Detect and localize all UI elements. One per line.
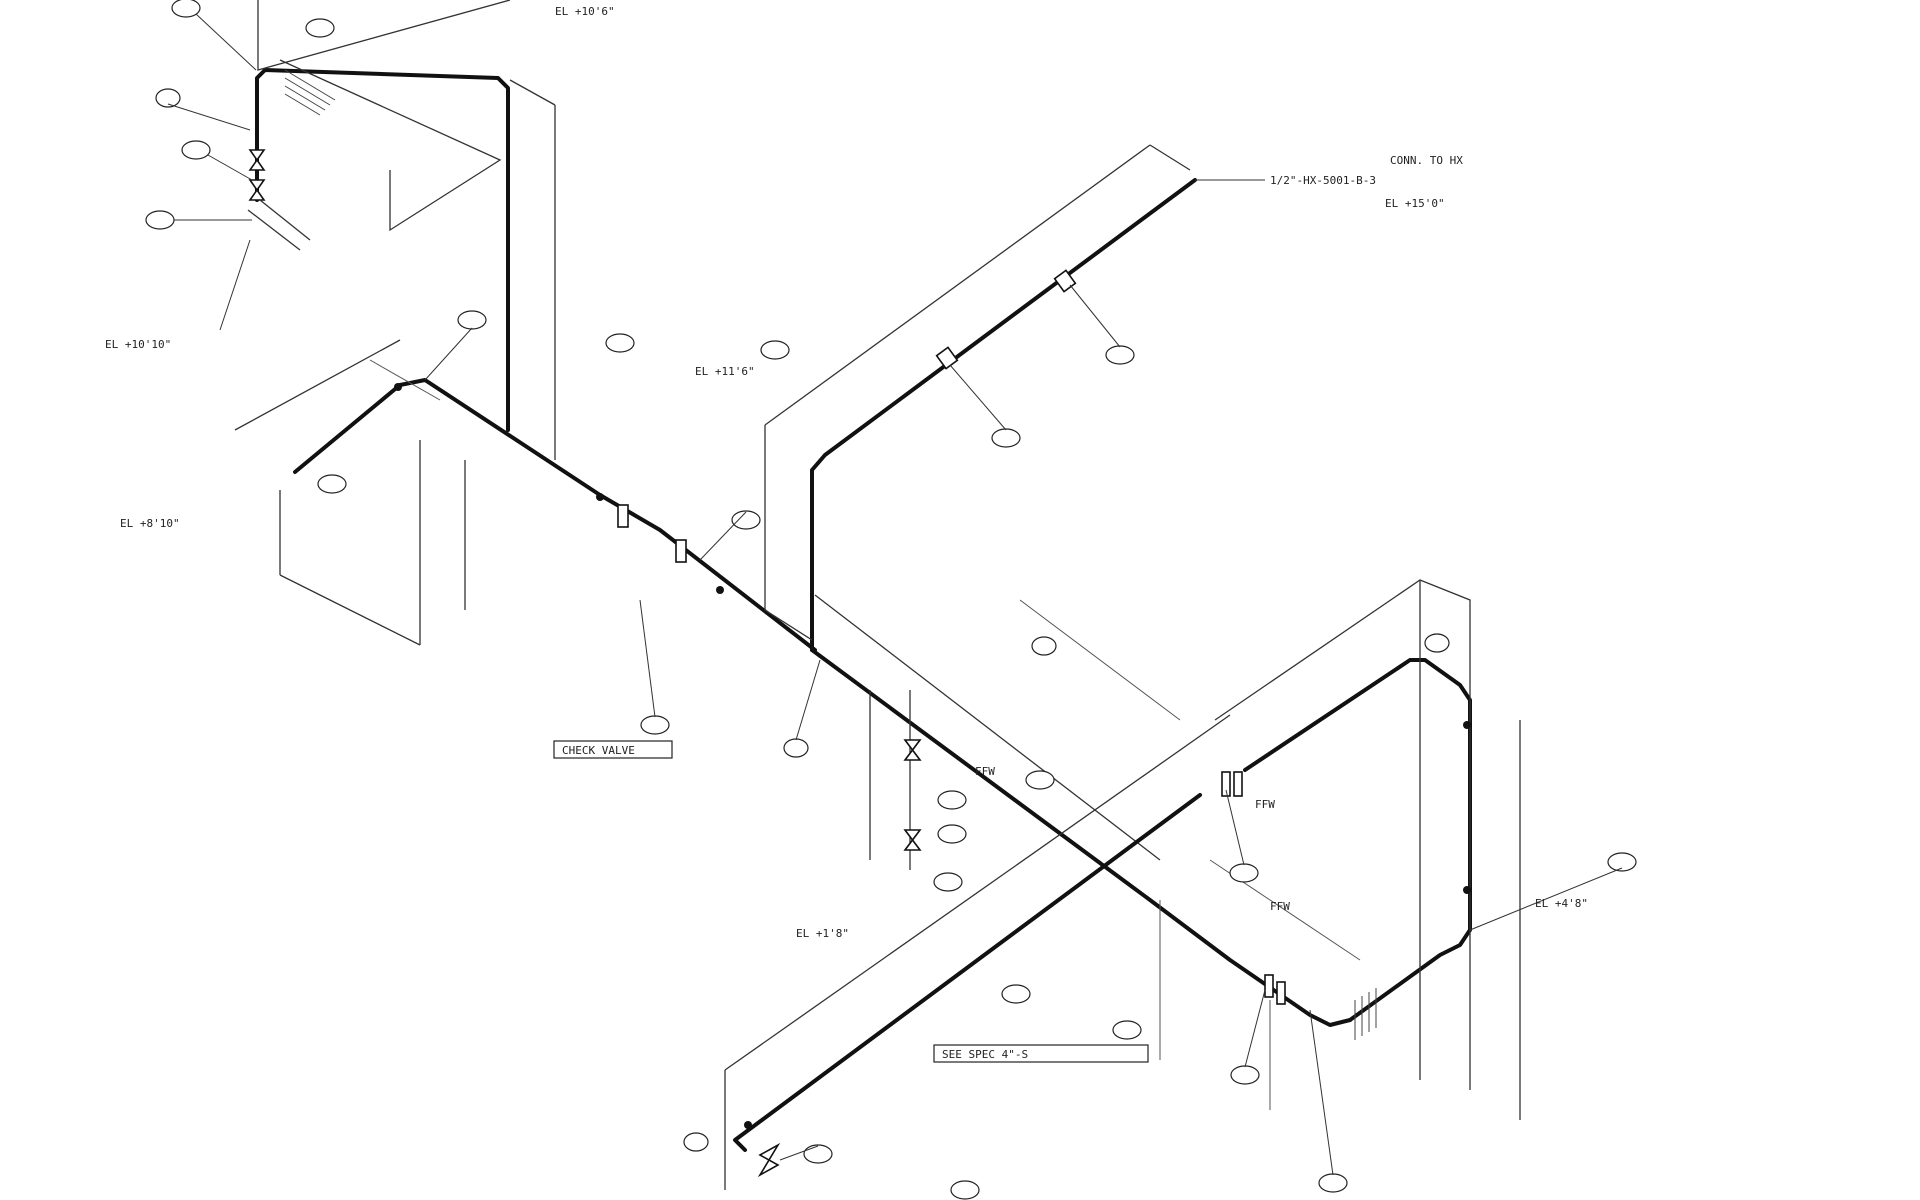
pipe-top-header xyxy=(255,68,510,432)
note-el-center: EL +11'6" xyxy=(695,365,755,378)
dim-base-left xyxy=(279,574,421,646)
flange-icon-main xyxy=(1264,974,1286,1005)
weld-joint-2 xyxy=(596,493,604,501)
upper-dim-end xyxy=(1149,144,1191,171)
support-leg xyxy=(247,209,301,251)
weld-joint-3 xyxy=(716,586,724,594)
support-leg-2 xyxy=(259,199,311,241)
note-line-tag: 1/2"-HX-5001-B-3 xyxy=(1270,174,1376,187)
main-diagonal xyxy=(810,594,1352,1027)
right-loop-outline xyxy=(1214,579,1471,1090)
note-el-top: EL +10'6" xyxy=(555,5,615,18)
hatching-top xyxy=(284,69,336,116)
pipe-right-loop xyxy=(1243,658,1472,1022)
center-riser xyxy=(764,144,1265,652)
flange-icon-right xyxy=(1221,771,1243,797)
svg-text:SEE SPEC 4"-S: SEE SPEC 4"-S xyxy=(942,1048,1028,1061)
pipe-center-riser xyxy=(810,178,1197,652)
spec-note: SEE SPEC 4"-S xyxy=(933,1044,1149,1063)
leader-lines xyxy=(167,13,1623,1176)
note-ffw-2: FFW xyxy=(1270,900,1290,913)
weld-joint-right-2 xyxy=(1463,886,1471,894)
note-ffw-3: FFW xyxy=(975,765,995,778)
note-el-left: EL +10'10" xyxy=(105,338,171,351)
note-el-right: EL +4'8" xyxy=(1535,897,1588,910)
gate-valve-icon-lower xyxy=(903,739,922,851)
gate-valve-icon-bottom xyxy=(757,1142,781,1178)
item-callout-circle-icon xyxy=(145,0,1637,1200)
weld-joint-bottom xyxy=(744,1121,752,1129)
dim-ext-top xyxy=(509,79,556,106)
pipe-main-diagonal xyxy=(810,648,1352,1027)
hatching-right xyxy=(1354,988,1377,1040)
check-valve-note: CHECK VALVE xyxy=(553,740,673,759)
right-loop xyxy=(1214,579,1521,1120)
flange-icon xyxy=(617,504,687,563)
note-conn-top-right: CONN. TO HX xyxy=(1390,154,1463,167)
weld-joint-right xyxy=(1463,721,1471,729)
main-dim-ext xyxy=(814,594,1161,861)
upper-dim-line xyxy=(764,144,1151,426)
riser-outline xyxy=(764,425,813,641)
equipment-outline-box xyxy=(279,59,502,232)
lower-cross-dim xyxy=(724,714,1231,1071)
lower-cross-run xyxy=(724,714,1231,1190)
gate-valve-icon xyxy=(248,149,266,201)
dimension-lines xyxy=(369,359,1361,1110)
dim-ext-left xyxy=(234,339,401,431)
top-left-loop xyxy=(247,0,556,460)
svg-text:CHECK VALVE: CHECK VALVE xyxy=(562,744,635,757)
note-el-left-mid: EL +8'10" xyxy=(120,517,180,530)
left-lower-run xyxy=(234,339,817,652)
note-el-bottom-mid: EL +1'8" xyxy=(796,927,849,940)
flange-icon-upper xyxy=(935,269,1077,370)
equipment-outline-top xyxy=(257,0,511,71)
pipe-lower-cross xyxy=(733,793,1202,1152)
weld-joint xyxy=(394,383,402,391)
note-ffw-1: FFW xyxy=(1255,798,1275,811)
note-el-top-right: EL +15'0" xyxy=(1385,197,1445,210)
